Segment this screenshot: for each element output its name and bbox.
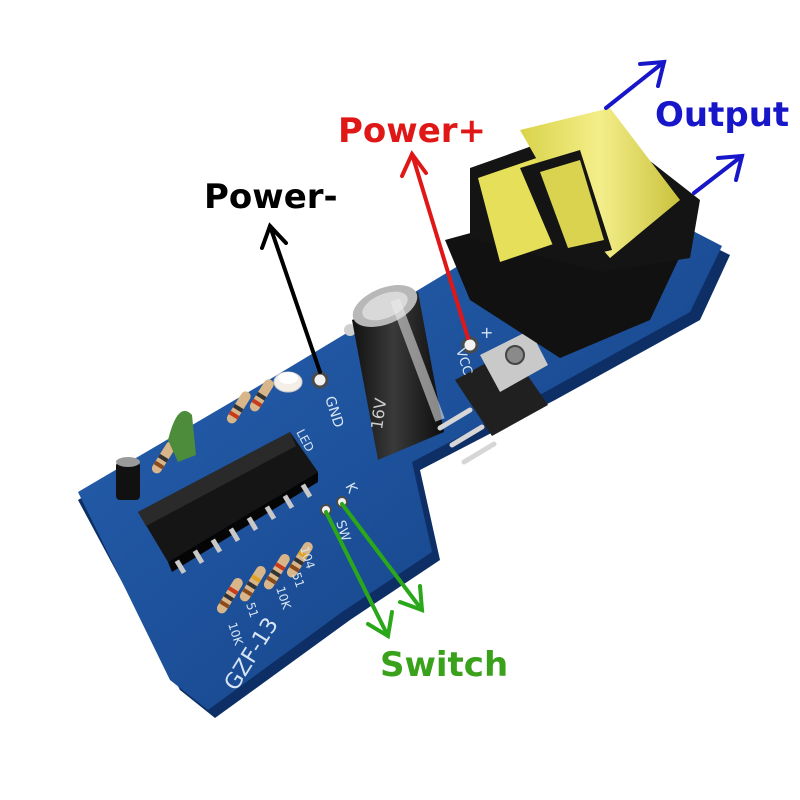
small-capacitor	[116, 457, 140, 500]
main-capacitor	[352, 285, 445, 460]
silk-104: 104	[297, 545, 317, 571]
silk-plus: +	[480, 323, 493, 342]
arrow-switch-b	[340, 502, 425, 613]
power-minus-label: Power-	[204, 177, 338, 217]
arrow-output-top	[604, 59, 667, 110]
switch-label: Switch	[380, 645, 509, 685]
transformer	[445, 108, 700, 358]
mosfet	[437, 330, 548, 465]
capacitor-rating: 16V	[367, 397, 390, 431]
film-capacitor	[168, 410, 196, 462]
power-plus-label: Power+	[338, 111, 487, 151]
silk-51-a: 51	[289, 571, 307, 590]
arrow-power-minus	[260, 222, 322, 374]
arrow-switch-a	[324, 510, 394, 640]
gnd-pad	[311, 371, 329, 389]
arrow-power-plus	[400, 150, 470, 340]
output-label: Output	[655, 95, 790, 135]
arrow-output-bottom	[692, 153, 745, 195]
silk-51-b: 51	[243, 601, 261, 620]
led	[273, 371, 303, 393]
ic-chip	[138, 432, 318, 575]
resistor-array	[151, 379, 313, 614]
